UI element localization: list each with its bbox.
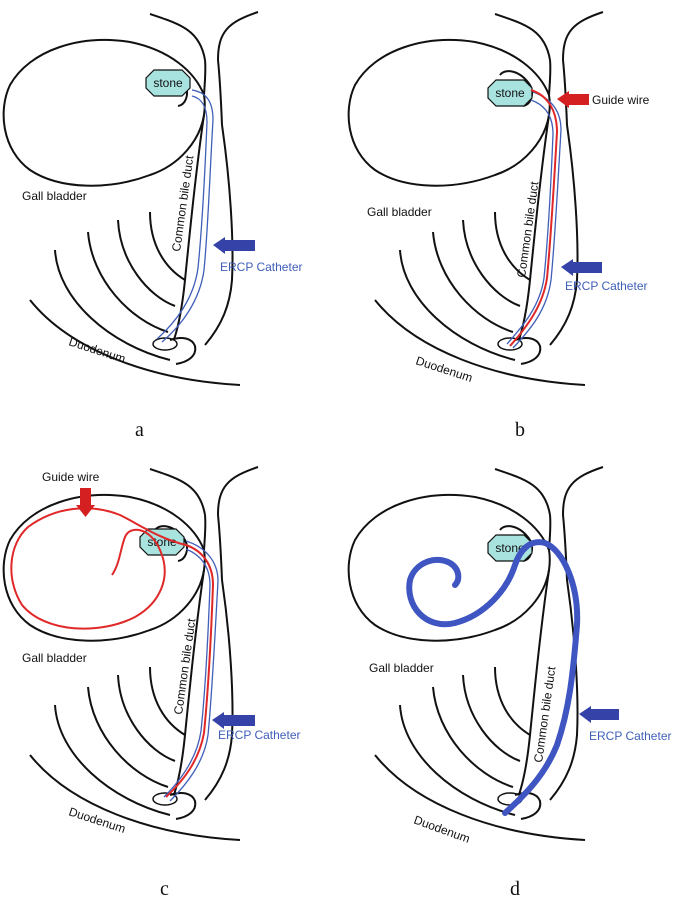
panel-d: stone Gall bladder Common bile duct Duod… [347, 466, 671, 900]
stone-label: stone [495, 541, 525, 555]
gall-bladder-label: Gall bladder [22, 651, 87, 665]
duodenum-label: Duodenum [67, 805, 127, 836]
duct-label: Common bile duct [514, 180, 541, 278]
guide-wire-label: Guide wire [592, 93, 650, 107]
catheter-label: ERCP Catheter [218, 728, 300, 742]
panel-letter: c [160, 878, 169, 900]
guide-wire-label: Guide wire [42, 470, 100, 484]
panel-letter: d [510, 878, 520, 900]
stone-label: stone [153, 76, 183, 90]
stone: stone [139, 528, 185, 556]
ercp-catheter [406, 539, 581, 816]
gall-bladder-label: Gall bladder [369, 661, 434, 675]
catheter-arrow [561, 259, 602, 276]
ercp-catheter-inner [163, 548, 211, 798]
catheter-arrow [212, 712, 255, 729]
panel-letter: b [515, 419, 525, 441]
guide-wire-arrow [76, 488, 95, 517]
gall-bladder-label: Gall bladder [367, 205, 432, 219]
catheter-arrow [213, 237, 255, 254]
duodenum-label: Duodenum [414, 354, 474, 385]
panel-c: stone Gall bladder Common bile duct Duod… [2, 466, 300, 900]
ercp-catheter [169, 540, 219, 802]
gall-bladder-label: Gall bladder [22, 189, 87, 203]
panel-letter: a [135, 419, 144, 441]
duct-label: Common bile duct [171, 617, 198, 715]
guide-wire [10, 507, 215, 798]
panel-a: stone Gall bladder Common bile duct Duod… [2, 11, 302, 441]
guide-wire-arrow [557, 91, 589, 108]
catheter-label: ERCP Catheter [565, 279, 647, 293]
ercp-catheter-inner [156, 95, 208, 340]
ercp-catheter [512, 91, 562, 349]
stone-label: stone [147, 535, 177, 549]
catheter-label: ERCP Catheter [589, 729, 671, 743]
duodenum-label: Duodenum [412, 813, 472, 846]
anatomy-outline [347, 466, 604, 841]
stone: stone [145, 69, 191, 97]
ercp-catheter-inner [506, 99, 554, 345]
panel-b: stone Gall bladder Common bile duct Duod… [347, 11, 650, 441]
anatomy-outline [347, 11, 604, 386]
stone-label: stone [495, 86, 525, 100]
guide-wire [509, 89, 559, 347]
catheter-arrow [579, 706, 619, 723]
stone: stone [487, 534, 533, 562]
ercp-catheter [161, 89, 214, 343]
catheter-label: ERCP Catheter [220, 260, 302, 274]
stone: stone [487, 79, 533, 107]
